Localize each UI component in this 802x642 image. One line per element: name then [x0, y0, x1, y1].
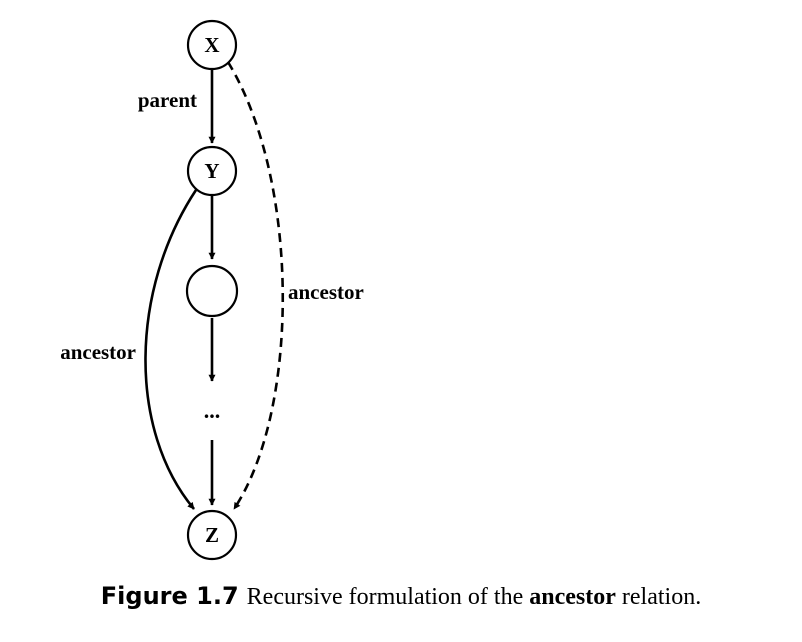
edge-label-ancestor-right: ancestor: [288, 280, 364, 304]
figure-caption: Figure 1.7 Recursive formulation of the a…: [0, 582, 802, 611]
node-z: Z: [186, 509, 238, 561]
edge-ancestor-right-dashed: [226, 61, 285, 510]
node-middle: [185, 264, 239, 318]
caption-term: ancestor: [529, 584, 616, 610]
ellipsis-label: ...: [204, 398, 221, 423]
node-x: X: [186, 19, 238, 71]
caption-text-before: Recursive formulation of the: [246, 584, 530, 610]
caption-text-after: relation.: [615, 584, 702, 610]
edge-label-ancestor-left: ancestor: [60, 340, 136, 364]
node-z-label: Z: [205, 523, 219, 547]
edge-ancestor-left: [144, 189, 198, 510]
edge-label-parent: parent: [138, 88, 197, 112]
node-y-label: Y: [204, 159, 219, 183]
node-y: Y: [186, 145, 238, 197]
node-x-label: X: [204, 33, 219, 57]
figure-number: Figure 1.7: [100, 582, 239, 610]
